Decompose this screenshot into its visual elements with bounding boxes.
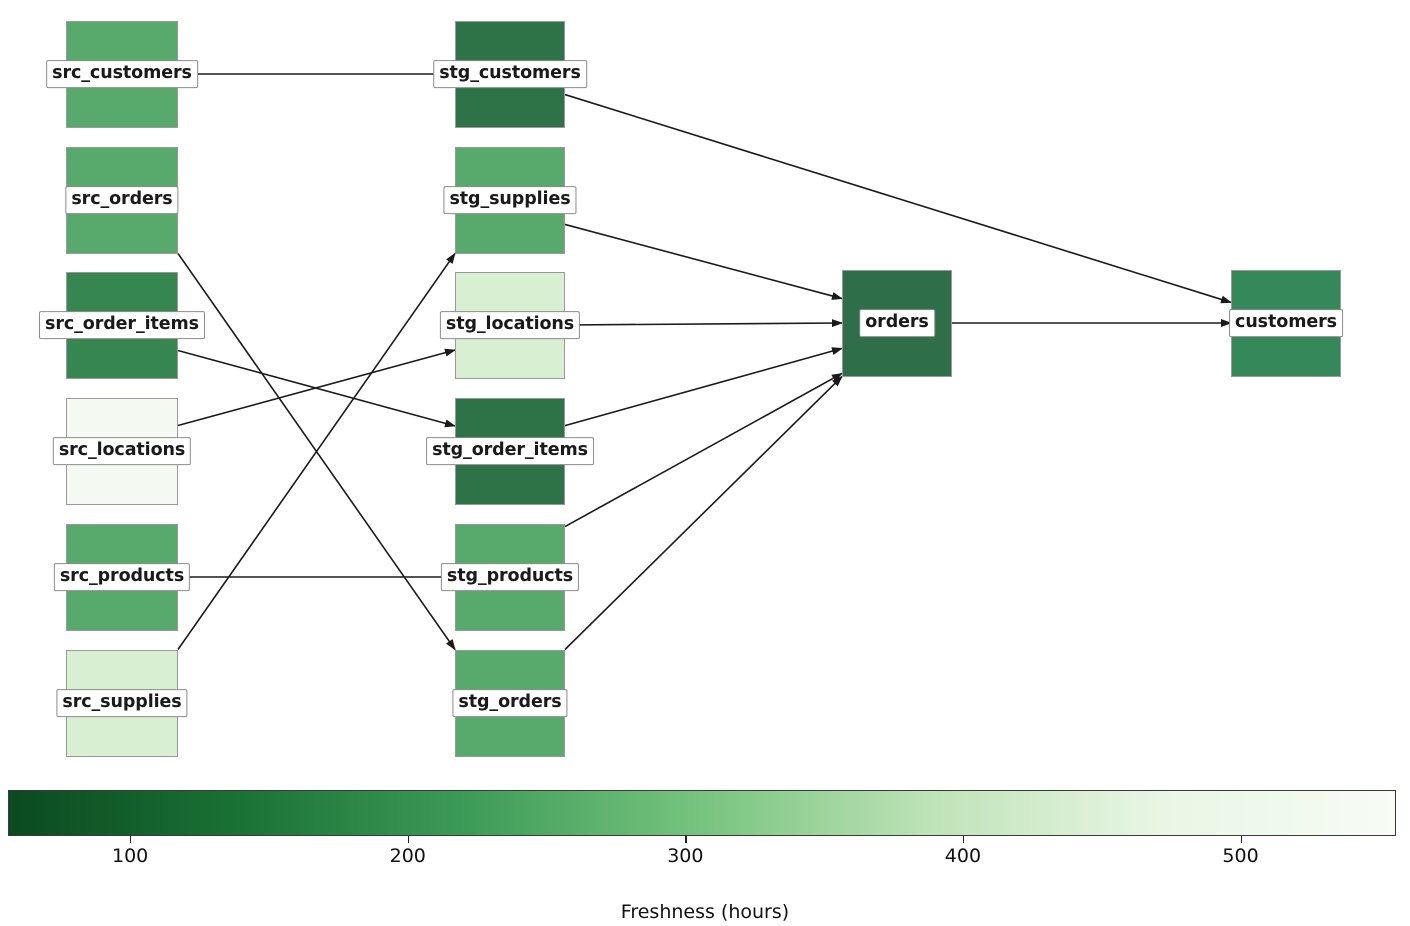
colorbar-axis-label: Freshness (hours): [620, 901, 790, 923]
colorbar-tickmark: [685, 836, 687, 843]
node-label-stg_supplies: stg_supplies: [443, 186, 577, 214]
colorbar-tick-label: 200: [389, 845, 426, 867]
colorbar-tick-label: 300: [667, 845, 704, 867]
colorbar-tick-label: 100: [112, 845, 149, 867]
colorbar-ticks: 100 200 300 400 500: [8, 836, 1396, 896]
node-label-src_supplies: src_supplies: [56, 689, 188, 717]
node-label-stg_products: stg_products: [440, 563, 580, 591]
node-label-stg_customers: stg_customers: [433, 60, 587, 88]
colorbar-tickmark: [407, 836, 409, 843]
colorbar-tick-label: 400: [944, 845, 982, 867]
edge-src_orders-to-stg_orders: [177, 253, 456, 651]
node-label-src_products: src_products: [53, 563, 191, 591]
node-label-customers: customers: [1229, 309, 1343, 337]
edge-stg_supplies-to-orders: [564, 223, 843, 300]
node-label-stg_orders: stg_orders: [452, 689, 568, 717]
edge-stg_products-to-orders: [564, 372, 843, 528]
edge-src_supplies-to-stg_supplies: [177, 252, 456, 650]
node-label-stg_order_items: stg_order_items: [426, 437, 594, 465]
edge-layer: [177, 73, 1232, 651]
node-label-src_customers: src_customers: [46, 60, 198, 88]
edge-src_locations-to-stg_locations: [177, 348, 456, 427]
node-label-src_locations: src_locations: [52, 437, 192, 465]
colorbar-tick-label: 500: [1222, 845, 1259, 867]
colorbar: 100 200 300 400 500 Freshness (hours): [0, 790, 1410, 926]
colorbar-tickmark: [962, 836, 965, 843]
edges: [177, 73, 1232, 651]
colorbar-tickmark: [130, 836, 132, 843]
node-label-src_order_items: src_order_items: [39, 311, 205, 339]
edge-stg_orders-to-orders: [564, 375, 843, 651]
colorbar-tickmark: [1240, 836, 1242, 843]
node-label-src_orders: src_orders: [65, 186, 179, 214]
node-label-stg_locations: stg_locations: [439, 311, 581, 339]
edge-stg_locations-to-orders: [564, 319, 843, 328]
colorbar-gradient: [8, 790, 1396, 836]
node-label-orders: orders: [859, 309, 935, 337]
edge-src_order_items-to-stg_order_items: [177, 349, 456, 428]
edge-stg_order_items-to-orders: [564, 347, 843, 427]
